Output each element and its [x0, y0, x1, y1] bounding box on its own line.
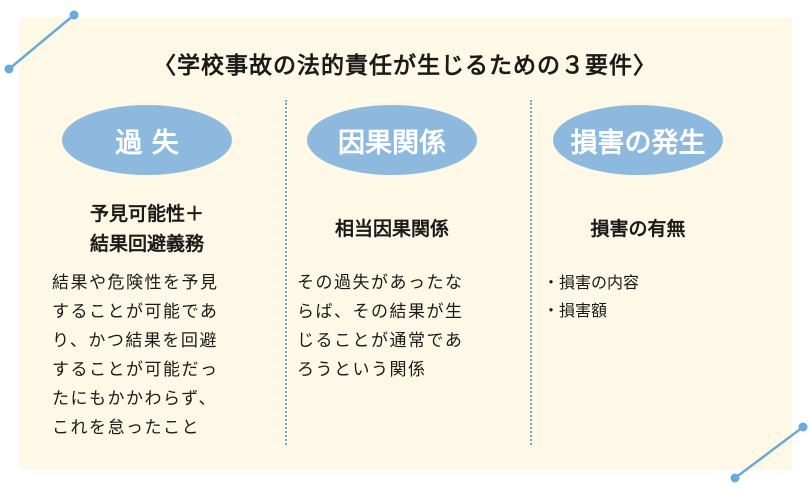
- requirement-negligence: 過 失 予見可能性＋ 結果回避義務 結果や危険性を予見 することが可能であ り、…: [52, 105, 292, 443]
- subtitle-line: 相当因果関係: [334, 218, 449, 240]
- subtitle-line: 損害の有無: [590, 218, 686, 240]
- requirement-subtitle: 予見可能性＋ 結果回避義務: [52, 199, 242, 259]
- requirement-pill: 因果関係: [307, 105, 477, 175]
- requirement-description: 結果や危険性を予見 することが可能であ り、かつ結果を回避 することが可能だっ …: [52, 269, 277, 443]
- list-item: ・損害額: [543, 301, 608, 320]
- description-line: することが可能だっ: [52, 360, 219, 380]
- description-line: 結果や危険性を予見: [52, 273, 219, 293]
- description-line: することが可能であ: [52, 302, 219, 322]
- requirement-description: その過失があったな らば、その結果が生 じることが通常であ ろうという関係: [297, 269, 522, 385]
- requirement-subtitle: 損害の有無: [543, 199, 733, 259]
- requirements-panel: [19, 18, 792, 470]
- subtitle-line: 予見可能性＋: [89, 203, 204, 225]
- subtitle-line: 結果回避義務: [89, 233, 204, 255]
- description-line: その過失があったな: [297, 273, 464, 293]
- column-divider-1: [285, 100, 287, 445]
- description-line: たにもかかわらず、: [52, 389, 217, 409]
- requirement-pill: 損害の発生: [553, 105, 723, 175]
- description-line: らば、その結果が生: [297, 302, 464, 322]
- description-line: これを怠ったこと: [52, 418, 200, 438]
- damage-bullet-list: ・損害の内容 ・損害額: [543, 269, 783, 325]
- requirement-subtitle: 相当因果関係: [297, 199, 487, 259]
- column-divider-2: [530, 100, 532, 445]
- description-line: ろうという関係: [297, 360, 427, 380]
- description-line: じることが通常であ: [297, 331, 464, 351]
- diagram-title: 〈学校事故の法的責任が生じるための３要件〉: [153, 53, 657, 79]
- list-item: ・損害の内容: [543, 273, 640, 292]
- requirement-causation: 因果関係 相当因果関係 その過失があったな らば、その結果が生 じることが通常で…: [297, 105, 537, 385]
- description-line: り、かつ結果を回避: [52, 331, 218, 351]
- requirement-damage: 損害の発生 損害の有無 ・損害の内容 ・損害額: [543, 105, 783, 325]
- requirement-pill: 過 失: [62, 105, 232, 175]
